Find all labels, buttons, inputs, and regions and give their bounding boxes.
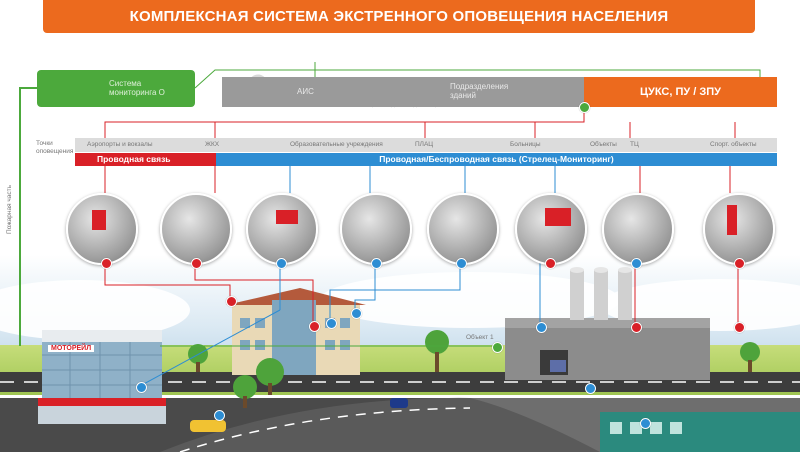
node-dot [536, 322, 547, 333]
subdivisions-label-line2: зданий [450, 91, 476, 100]
page-title: КОМПЛЕКСНАЯ СИСТЕМА ЭКСТРЕННОГО ОПОВЕЩЕН… [43, 0, 755, 33]
node-dot [214, 410, 225, 421]
info-stand-icon [727, 205, 737, 235]
node-dot [191, 258, 202, 269]
node-dot [631, 258, 642, 269]
node-dot [226, 296, 237, 307]
category-label-2: Образовательные учреждения [290, 141, 383, 148]
scene-circle-facility [515, 193, 587, 265]
wireless-channel-bar: Проводная/Беспроводная связь (Стрелец-Мо… [216, 153, 777, 166]
node-dot [734, 258, 745, 269]
category-label-0: Аэропорты и вокзалы [87, 141, 153, 148]
node-dot [585, 383, 596, 394]
category-label-3: ПЛАЦ [415, 141, 434, 148]
category-label-6: ТЦ [630, 141, 639, 148]
category-label-5: Объекты [590, 141, 617, 148]
category-label-7: Спорт. объекты [710, 141, 757, 148]
scene-circle-transport [340, 193, 412, 265]
subdivisions-label-line1: Подразделения [450, 82, 509, 91]
speaker-panel-icon [276, 210, 298, 224]
monitoring-system-box: Система мониторинга О [37, 70, 195, 107]
scene-circle-airport [66, 193, 138, 265]
side-label: Пожарная часть [6, 185, 13, 234]
building-sign: МОТОРЕЙЛ [48, 345, 95, 352]
object-category-bar: Аэропорты и вокзалы ЖКХ Образовательные … [75, 138, 777, 152]
node-dot [631, 322, 642, 333]
node-dot [579, 102, 590, 113]
wired-channel-label: Проводная связь [97, 154, 171, 164]
factory-label: Объект 1 [466, 334, 494, 341]
authority-box: ЦУКС, ПУ / ЗПУ [584, 77, 777, 107]
wired-channel-bar: Проводная связь [75, 153, 216, 166]
node-dot [351, 308, 362, 319]
node-dot [640, 418, 651, 429]
node-dot [371, 258, 382, 269]
node-dot [101, 258, 112, 269]
node-dot [545, 258, 556, 269]
residential-building [226, 288, 366, 375]
ais-label: АИС [297, 87, 314, 96]
category-label-4: Больницы [510, 141, 541, 148]
train [600, 412, 800, 452]
control-room-bar: АИС Подразделения зданий [222, 77, 584, 107]
scene-circle-housing [160, 193, 232, 265]
category-label-1: ЖКХ [205, 141, 220, 148]
scene-circle-education [246, 193, 318, 265]
scene-circle-hospital [427, 193, 499, 265]
caption-line1: Точки [36, 140, 53, 147]
blue-car [390, 398, 408, 408]
node-dot [309, 321, 320, 332]
notification-points-caption: Точки оповещения [36, 140, 73, 156]
node-dot [492, 342, 503, 353]
monitoring-label-line2: мониторинга О [109, 88, 165, 97]
scene-circle-sports [703, 193, 775, 265]
node-dot [326, 318, 337, 329]
screen-icon [545, 208, 571, 226]
node-dot [276, 258, 287, 269]
alarm-panel-icon [92, 210, 106, 230]
monitoring-label-line1: Система [109, 79, 142, 88]
node-dot [456, 258, 467, 269]
caption-line2: оповещения [36, 148, 74, 155]
node-dot [136, 382, 147, 393]
taxi-car [190, 420, 226, 432]
node-dot [734, 322, 745, 333]
scene-circle-mall [602, 193, 674, 265]
